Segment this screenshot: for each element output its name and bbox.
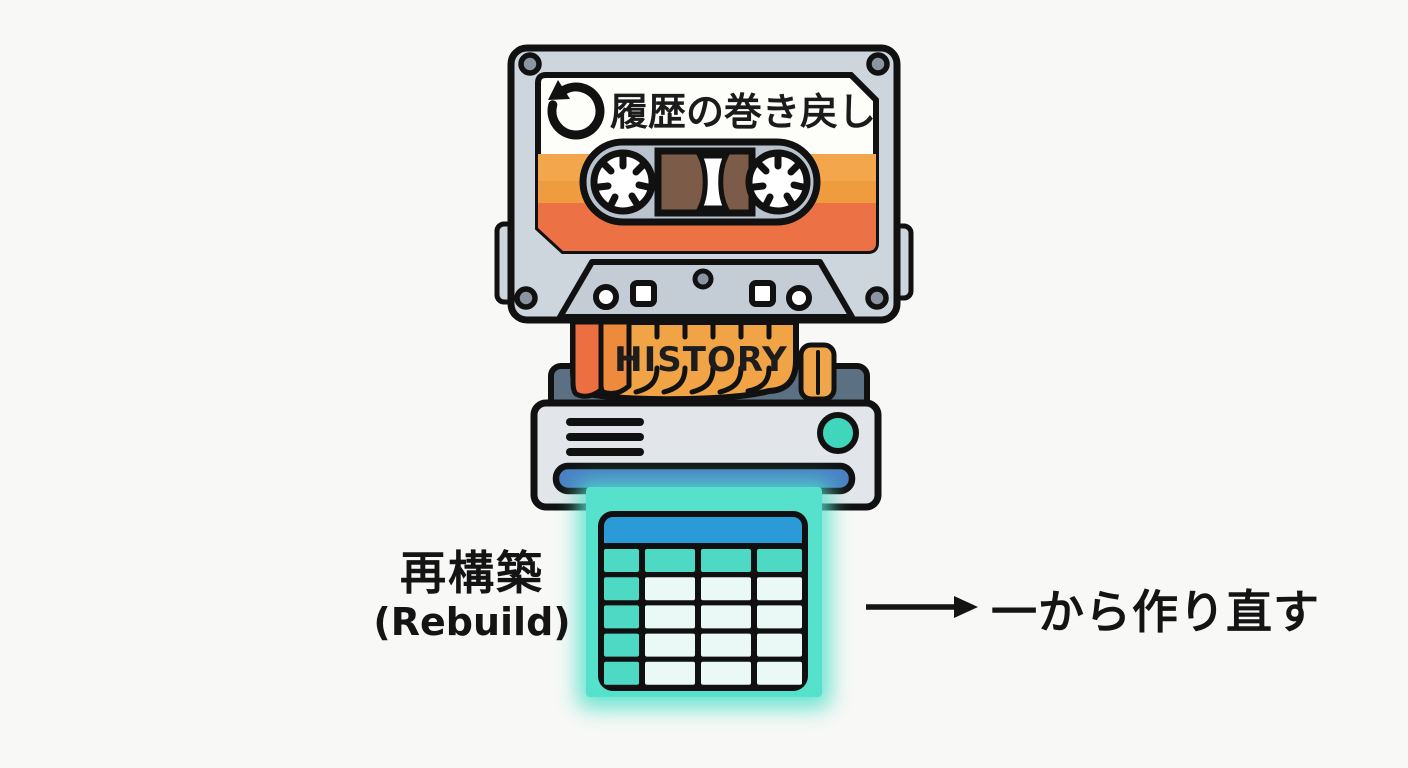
table-grid [604,517,802,685]
history-strip-orange [598,319,632,396]
spool-left [590,149,656,215]
tape-bowtie [695,153,731,211]
history-stack: HISTORY [570,319,837,403]
history-strip-red [570,319,604,399]
spool-right [745,149,811,215]
output-table [598,511,808,691]
cassette: 履歴の巻き戻し [494,44,914,324]
history-strip-separators [633,319,772,395]
arrow-right-icon [866,596,978,618]
left-caption-jp: 再構築 [400,546,544,600]
undo-rewind-icon [547,80,605,140]
left-caption: 再構築 (Rebuild) [362,546,582,645]
cassette-screws [514,52,890,310]
history-label: HISTORY [614,340,788,380]
printer-power-button [817,412,859,454]
left-caption-en: (Rebuild) [373,600,571,645]
right-caption: 一から作り直す [991,585,1320,639]
cassette-label-text: 履歴の巻き戻し [610,90,876,134]
cassette-holes [593,268,812,311]
printer-vents [566,418,644,456]
